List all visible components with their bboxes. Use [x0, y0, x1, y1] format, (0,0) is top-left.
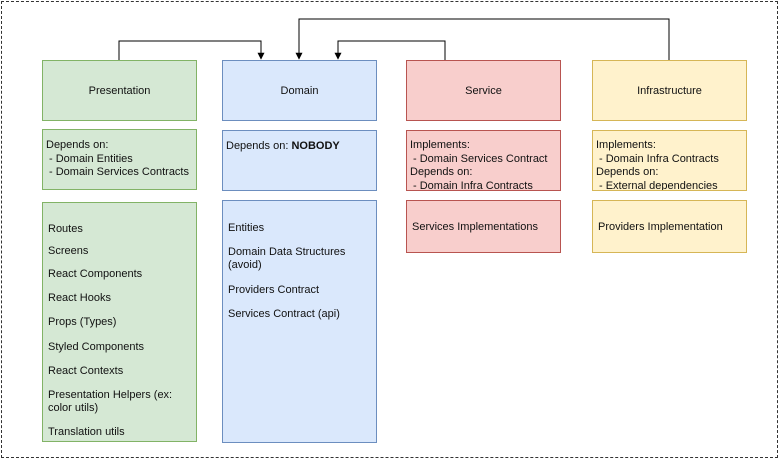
presentation-dependencies-box[interactable]: Depends on: - Domain Entities - Domain S…: [42, 129, 197, 190]
domain-depends-label: Depends on:: [226, 140, 292, 152]
presentation-depends-item: - Domain Entities: [49, 152, 133, 165]
service-depends-label: Depends on:: [410, 166, 473, 178]
domain-title: Domain: [280, 84, 319, 97]
service-implementation: Services Implementations: [412, 220, 538, 233]
presentation-item: Styled Components: [48, 341, 144, 353]
infrastructure-implementation-box[interactable]: Providers Implementation: [592, 200, 747, 253]
service-depends-item: - Domain Infra Contracts: [413, 179, 533, 191]
infrastructure-title-box[interactable]: Infrastructure: [592, 60, 747, 121]
edge-service-to-domain: [334, 40, 446, 60]
edge-presentation-to-domain: [118, 40, 265, 60]
presentation-item: React Hooks: [48, 292, 111, 304]
presentation-item: Props (Types): [48, 316, 117, 328]
service-contracts-box[interactable]: Implements: - Domain Services Contract D…: [406, 130, 561, 191]
presentation-item: Translation utils: [48, 426, 125, 438]
infrastructure-implementation: Providers Implementation: [598, 220, 723, 233]
presentation-items-box[interactable]: Routes Screens React Components React Ho…: [42, 202, 197, 442]
presentation-item: React Components: [48, 268, 143, 280]
infrastructure-depends-label: Depends on:: [596, 166, 659, 178]
domain-depends-value: NOBODY: [291, 140, 340, 152]
domain-dependencies-box[interactable]: Depends on: NOBODY: [222, 130, 377, 191]
service-implements-label: Implements:: [410, 139, 470, 151]
presentation-title-box[interactable]: Presentation: [42, 60, 197, 121]
presentation-depends-item: - Domain Services Contracts: [49, 166, 189, 178]
presentation-item: Presentation Helpers (ex: color utils): [48, 389, 173, 414]
presentation-item: Screens: [48, 245, 89, 257]
infrastructure-implements-item: - Domain Infra Contracts: [599, 152, 719, 165]
edge-infrastructure-to-domain: [295, 18, 670, 60]
infrastructure-depends-item: - External dependencies: [599, 179, 718, 191]
presentation-item: Routes: [48, 223, 83, 235]
domain-items-box[interactable]: Entities Domain Data Structures (avoid) …: [222, 200, 377, 443]
domain-title-box[interactable]: Domain: [222, 60, 377, 121]
domain-item: Domain Data Structures (avoid): [228, 246, 346, 271]
presentation-title: Presentation: [88, 84, 151, 97]
service-implementation-box[interactable]: Services Implementations: [406, 200, 561, 253]
domain-item: Services Contract (api): [228, 308, 340, 320]
service-title: Service: [465, 84, 502, 97]
service-implements-item: - Domain Services Contract: [413, 152, 548, 165]
infrastructure-implements-label: Implements:: [596, 139, 656, 151]
infrastructure-contracts-box[interactable]: Implements: - Domain Infra Contracts Dep…: [592, 130, 747, 191]
presentation-depends-label: Depends on:: [46, 139, 109, 151]
infrastructure-title: Infrastructure: [637, 84, 702, 97]
domain-item: Providers Contract: [228, 284, 320, 296]
service-title-box[interactable]: Service: [406, 60, 561, 121]
domain-item: Entities: [228, 222, 265, 234]
presentation-item: React Contexts: [48, 365, 124, 377]
